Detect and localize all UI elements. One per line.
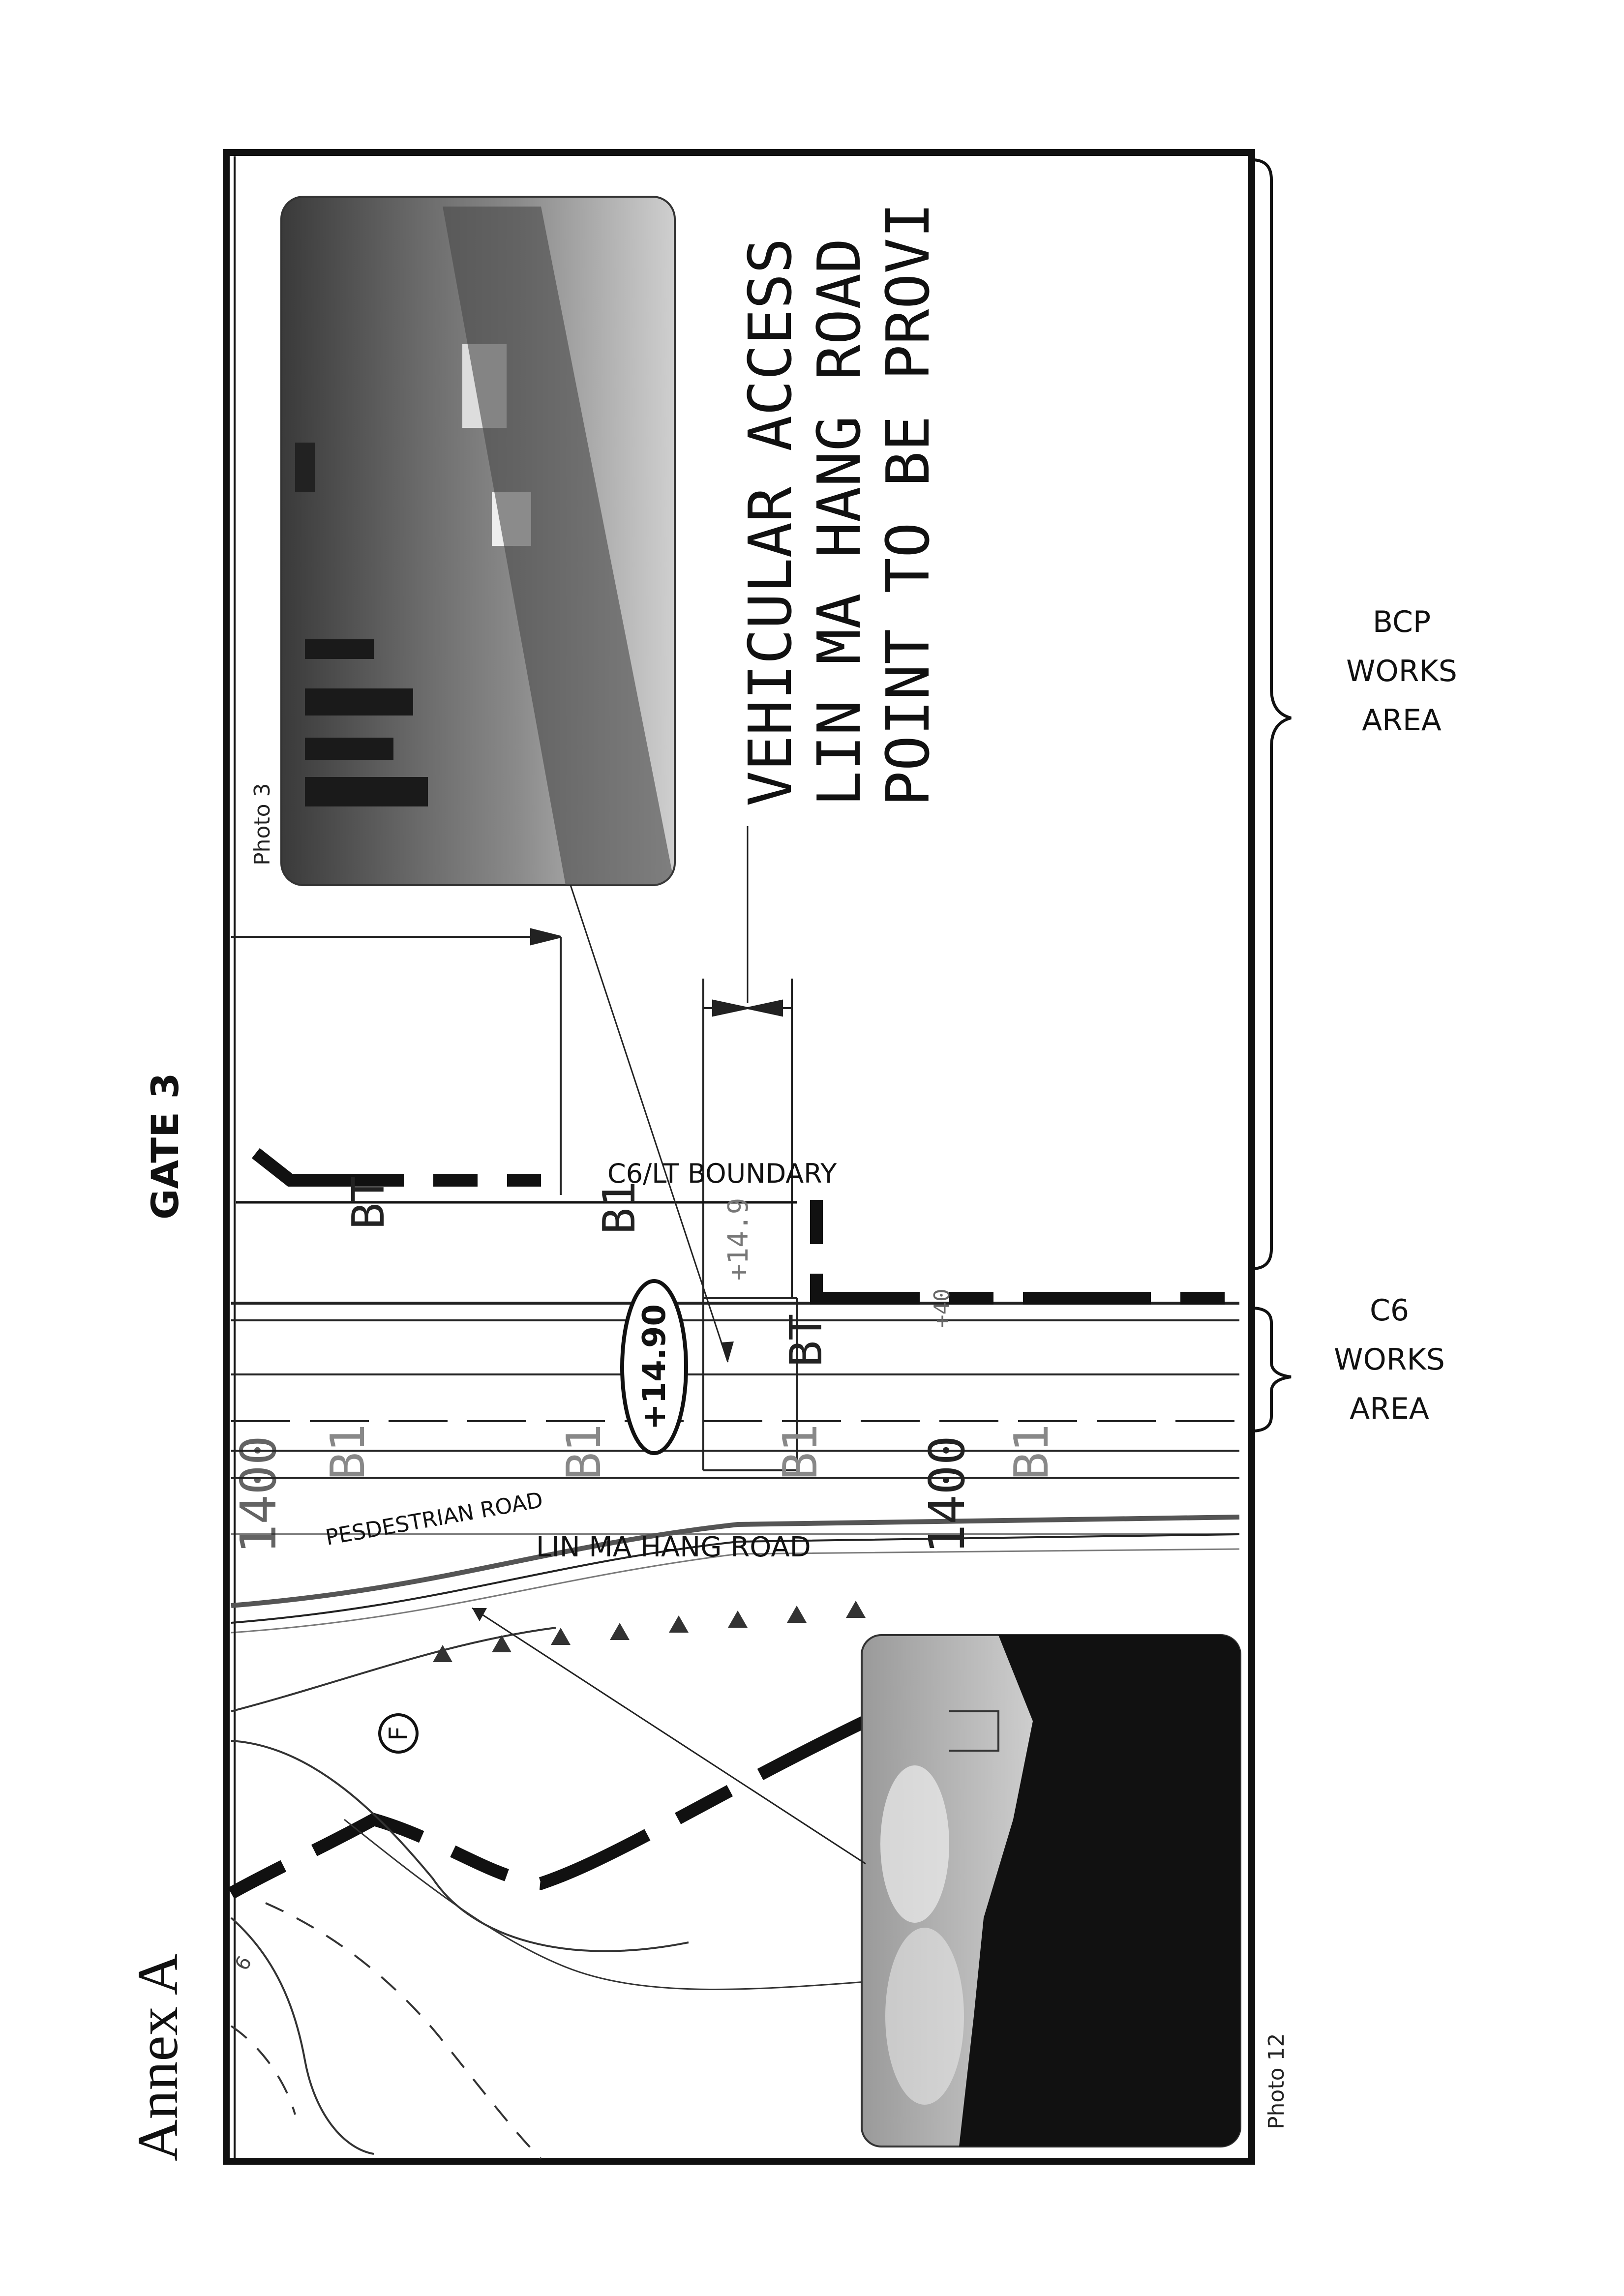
drawing-frame <box>223 149 1255 2165</box>
main-road-label: LIN MA HANG ROAD <box>536 1531 811 1563</box>
survey-marker-label: F <box>384 1726 414 1741</box>
b1-code-right: B1 <box>774 1424 828 1480</box>
bcp-brace <box>1251 158 1292 1270</box>
photo-12-caption: Photo 12 <box>1264 2033 1289 2130</box>
photo-12-leader <box>472 1607 866 1865</box>
site-boundary-curve <box>228 1715 869 1899</box>
b1-code-top: B1 <box>594 1181 645 1234</box>
b1-code-left: B1 <box>321 1424 375 1480</box>
b1-code-mid: B1 <box>557 1424 611 1480</box>
survey-marker-circle <box>378 1713 419 1754</box>
bcp-works-label: BCP WORKS AREA <box>1346 605 1457 738</box>
bcp-line-1: BCP <box>1373 605 1431 639</box>
road-lines <box>231 1302 1240 1634</box>
embankment-ticks <box>433 1601 866 1662</box>
callout-line-1: VEHICULAR ACCESS <box>737 238 805 806</box>
chainage-small: +40 <box>930 1289 955 1328</box>
boundary-label: C6/LT BOUNDARY <box>607 1158 837 1189</box>
c6-line-2: WORKS <box>1334 1342 1445 1377</box>
photo-3 <box>280 196 676 886</box>
photo-3-caption: Photo 3 <box>250 783 275 866</box>
level-marker-ellipse <box>620 1279 688 1455</box>
c6-brace <box>1251 1307 1292 1432</box>
callout-line-2: LIN MA HANG ROAD <box>806 238 874 806</box>
bcp-line-2: WORKS <box>1346 654 1457 688</box>
photo-12 <box>861 1634 1241 2147</box>
level-marker-small: +14.9 <box>722 1198 754 1281</box>
gate-boundary-dashed <box>236 1148 1239 1305</box>
chainage-fragment: 1400 <box>230 1435 287 1554</box>
bcp-line-3: AREA <box>1362 703 1442 738</box>
photo-3-leader <box>570 885 729 1363</box>
gate-label: GATE 3 <box>143 1073 187 1220</box>
c6-line-3: AREA <box>1350 1392 1429 1426</box>
boundary-codes: BT B1 BT B1 B1 B1 B1 <box>321 1176 1059 1480</box>
dimension-lines <box>231 928 798 1471</box>
callout-note: VEHICULAR ACCESS LIN MA HANG ROAD POINT … <box>737 203 943 806</box>
contour-lines <box>230 1627 866 2160</box>
pedestrian-road-label: PESDESTRIAN ROAD <box>324 1488 545 1551</box>
annex-title: Annex A <box>125 1953 190 2161</box>
bt-code-2: BT <box>781 1314 832 1367</box>
chainage-label: 1400 <box>918 1435 976 1554</box>
b1-code-far: B1 <box>1005 1424 1059 1480</box>
callout-line-3: POINT TO BE PROVI <box>874 203 943 806</box>
level-marker-value: +14.90 <box>636 1304 673 1430</box>
bt-code-1: BT <box>343 1176 394 1229</box>
c6-line-1: C6 <box>1370 1293 1409 1328</box>
c6-works-label: C6 WORKS AREA <box>1334 1293 1445 1426</box>
